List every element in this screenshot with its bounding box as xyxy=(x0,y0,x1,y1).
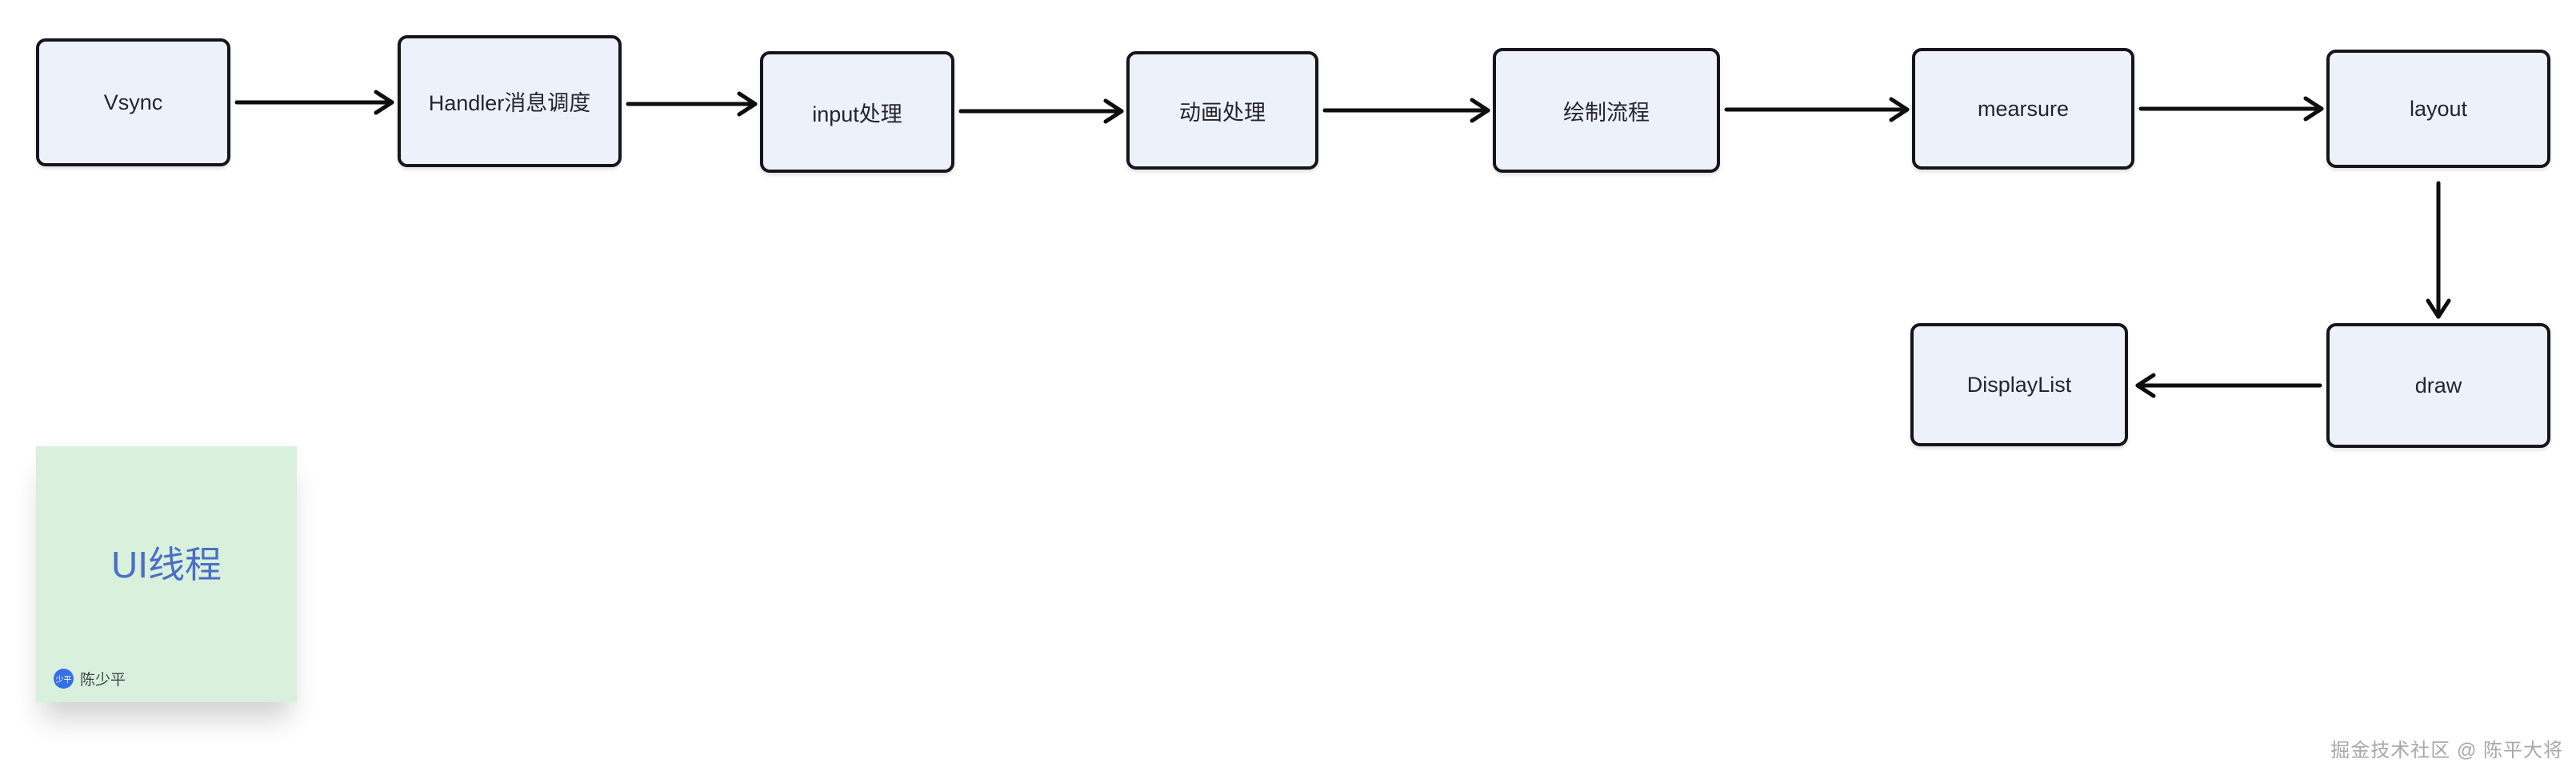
node-label: mearsure xyxy=(1977,96,2070,121)
note-title: UI线程 xyxy=(111,544,222,585)
avatar-initials: 少平 xyxy=(55,676,72,685)
node-label: Handler消息调度 xyxy=(428,91,591,115)
node-label: draw xyxy=(2414,373,2462,397)
node-input: input处理 xyxy=(760,51,954,173)
avatar: 少平 xyxy=(54,669,74,689)
note-ui-thread: UI线程 少平 陈少平 xyxy=(36,446,297,702)
author-name: 陈少平 xyxy=(80,672,126,689)
node-label: input处理 xyxy=(812,102,902,126)
node-mearsure: mearsure xyxy=(1912,48,2134,170)
watermark: 掘金技术社区 @ 陈平大将 xyxy=(2330,740,2563,761)
note-author-row: 少平 陈少平 xyxy=(54,668,126,689)
node-label: layout xyxy=(2409,96,2468,121)
node-animation: 动画处理 xyxy=(1126,51,1318,170)
node-label: DisplayList xyxy=(1966,372,2072,397)
node-displaylist: DisplayList xyxy=(1910,323,2128,446)
node-handler: Handler消息调度 xyxy=(398,35,622,167)
node-draw: draw xyxy=(2326,323,2550,448)
node-label: Vsync xyxy=(103,90,163,114)
node-drawflow: 绘制流程 xyxy=(1493,48,1720,173)
node-label: 绘制流程 xyxy=(1563,100,1650,125)
node-layout: layout xyxy=(2326,50,2550,168)
node-label: 动画处理 xyxy=(1179,100,1266,125)
node-vsync: Vsync xyxy=(36,38,230,166)
